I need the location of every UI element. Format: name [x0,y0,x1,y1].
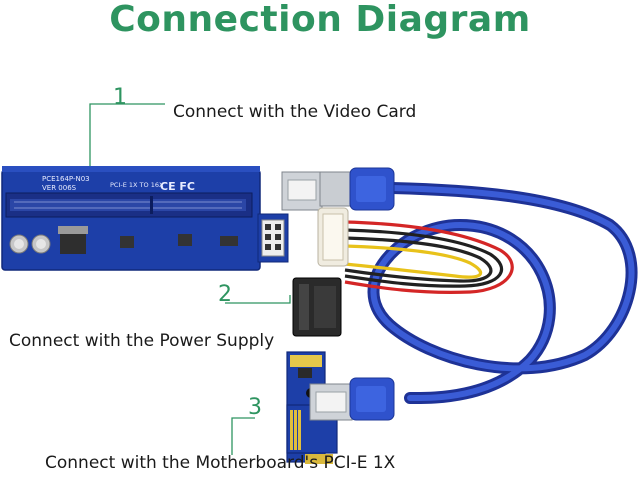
leader-line-3 [231,417,255,455]
board-model-text: PCE164P-N03 [42,175,90,183]
riser-usb-port [281,171,323,211]
board-spec-text: PCI-E 1X TO 16X [110,181,164,189]
leader-line-2 [225,295,291,304]
usb-cable [367,182,638,405]
usb-plug-bottom [309,377,395,421]
step-3-caption: Connect with the Motherboard's PCI-E 1X [45,453,396,473]
power-wires [344,220,514,294]
sata-connector [292,277,342,337]
diagram-title: Connection Diagram [109,0,531,40]
step-1-number: 1 [113,85,127,110]
step-1-caption: Connect with the Video Card [173,102,417,122]
board-version-text: VER 006S [42,184,77,192]
pcie-x1-adapter [286,351,338,464]
step-2-number: 2 [218,282,232,307]
riser-board: PCE164P-N03 VER 006S PCI-E 1X TO 16X CE … [1,166,289,271]
step-3-number: 3 [248,395,262,420]
step-2-caption: Connect with the Power Supply [9,331,275,351]
usb-plug-top [319,167,395,211]
svg-text:CE FC: CE FC [160,180,195,193]
molex-connector [317,207,349,267]
